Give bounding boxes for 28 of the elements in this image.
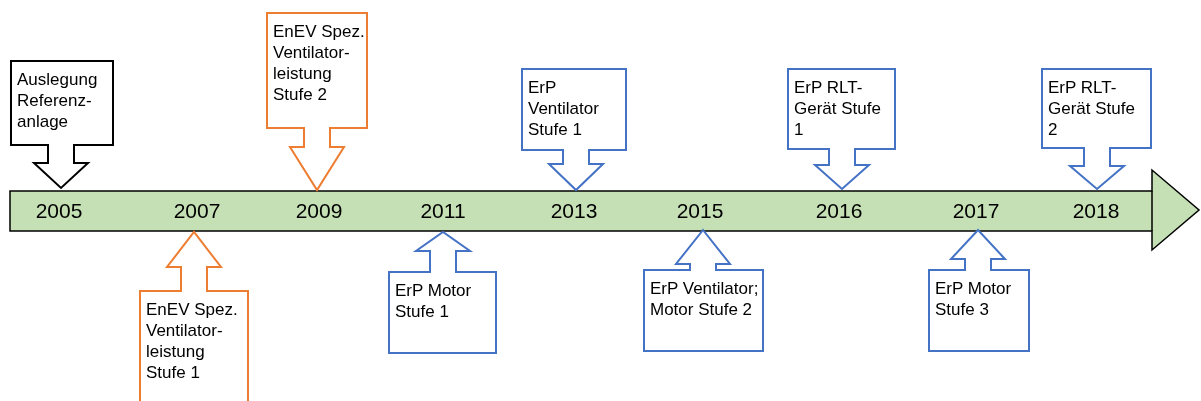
down-arrow-callout	[267, 13, 367, 190]
timeline-arrow	[10, 170, 1199, 250]
down-arrow-callout	[11, 61, 113, 188]
callout-text: ErP RLT-Gerät Stufe 1	[794, 77, 882, 140]
callout-text: Auslegung Referenz-anlage	[17, 69, 99, 132]
down-arrow-callout	[522, 69, 626, 190]
callout-text: ErP Ventilator; Motor Stufe 2	[650, 278, 760, 320]
year-label: 2009	[295, 199, 343, 223]
year-label: 2018	[1072, 199, 1120, 223]
up-arrow-callout	[140, 232, 248, 401]
callout-text: EnEV Spez. Ventilator-leistung Stufe 1	[146, 299, 239, 383]
callout-text: ErP RLT-Gerät Stufe 2	[1048, 77, 1136, 140]
callout-text: ErP Motor Stufe 3	[935, 278, 1013, 320]
up-arrow-callout	[644, 230, 763, 351]
year-label: 2016	[815, 199, 863, 223]
down-arrow-callout	[1042, 69, 1151, 189]
year-label: 2013	[550, 199, 598, 223]
callout-text: ErP Motor Stufe 1	[395, 280, 473, 322]
year-label: 2017	[952, 199, 1000, 223]
up-arrow-callout	[929, 230, 1029, 351]
year-label: 2007	[173, 199, 221, 223]
year-label: 2011	[420, 199, 466, 223]
year-label: 2015	[676, 199, 724, 223]
up-arrow-callout	[389, 232, 496, 353]
year-label: 2005	[35, 199, 83, 223]
callout-text: EnEV Spez. Ventilator-leistung Stufe 2	[273, 21, 365, 105]
callout-text: ErP Ventilator Stufe 1	[528, 77, 600, 140]
down-arrow-callout	[788, 69, 895, 189]
